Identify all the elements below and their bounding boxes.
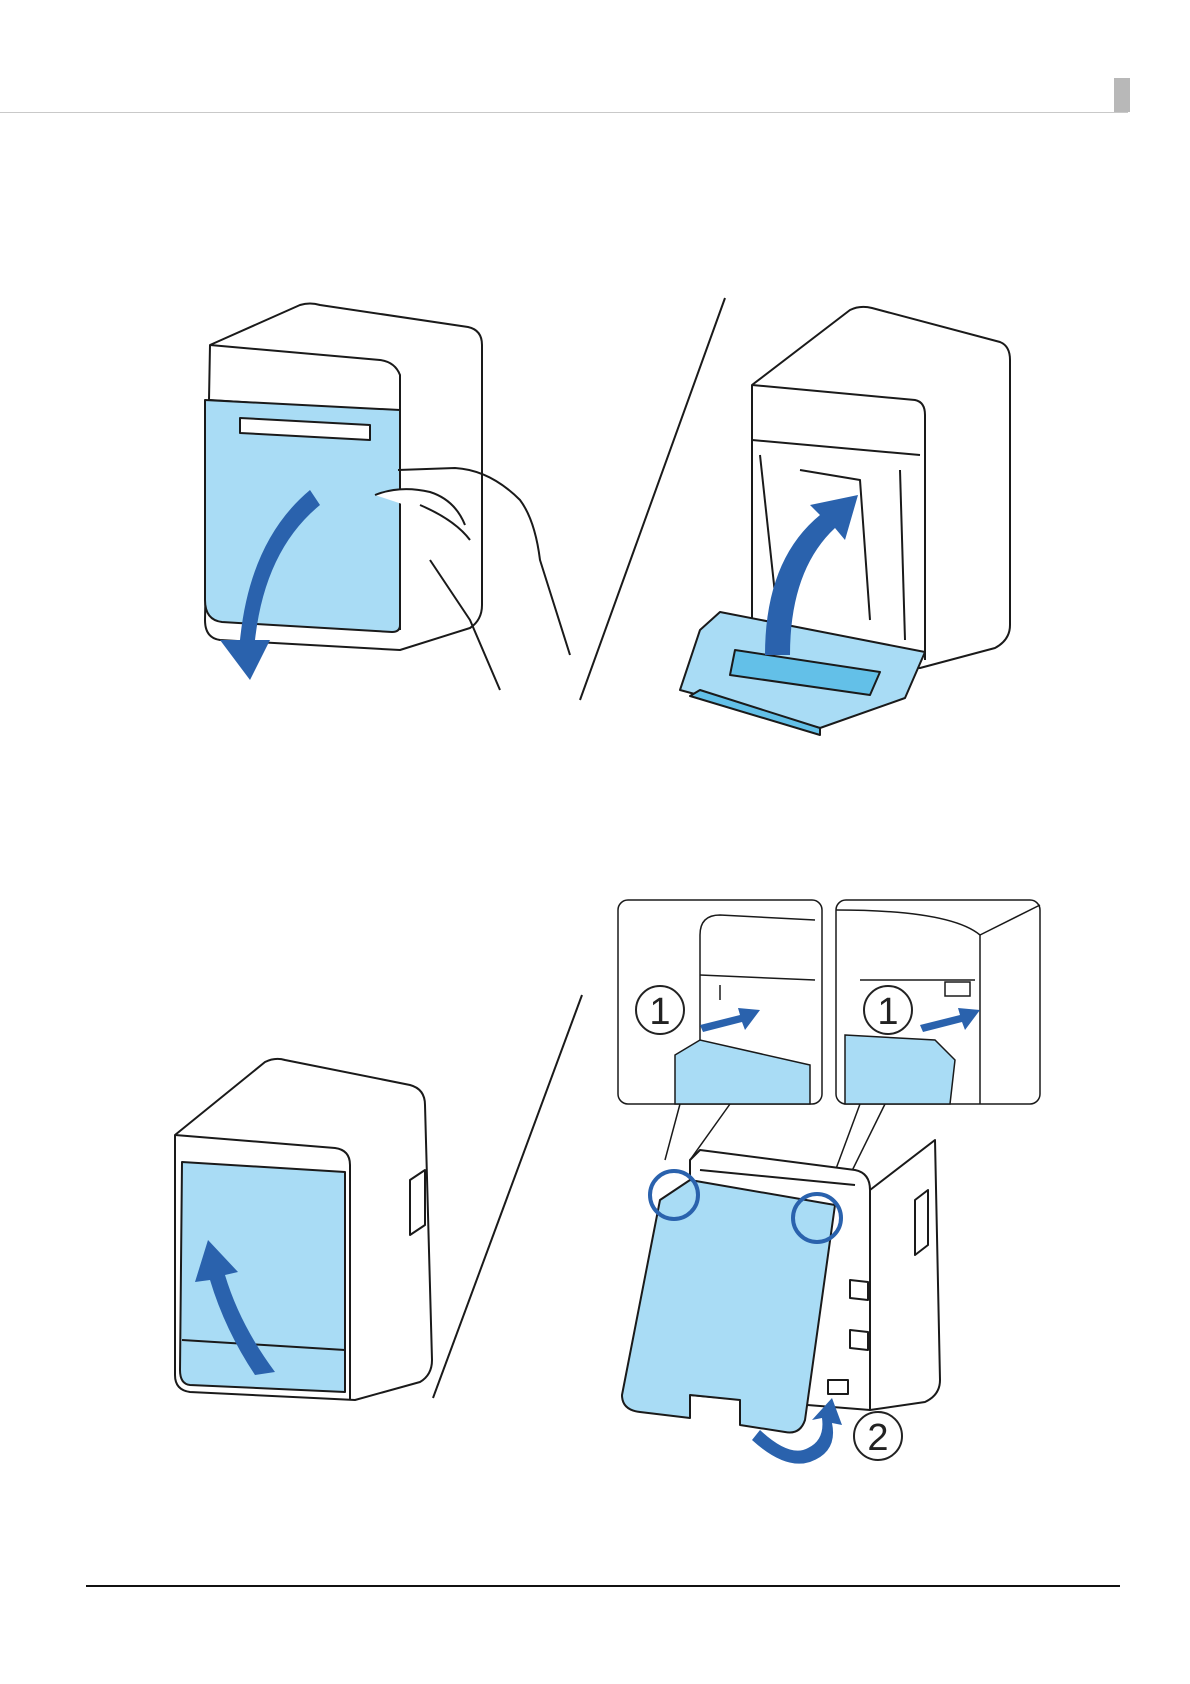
printer-opening-cover-illustration bbox=[205, 304, 570, 691]
callout-one-right: 1 bbox=[864, 986, 912, 1034]
footer-rule bbox=[86, 1585, 1120, 1587]
callout-two: 2 bbox=[854, 1412, 902, 1460]
divider-line-bottom bbox=[433, 995, 582, 1398]
printer-closing-cover-illustration bbox=[175, 1059, 432, 1400]
svg-text:1: 1 bbox=[649, 991, 670, 1033]
callout-one-left: 1 bbox=[636, 986, 684, 1034]
printer-reattach-cover-illustration bbox=[622, 1140, 940, 1433]
svg-text:1: 1 bbox=[877, 991, 898, 1033]
svg-text:2: 2 bbox=[867, 1417, 888, 1459]
